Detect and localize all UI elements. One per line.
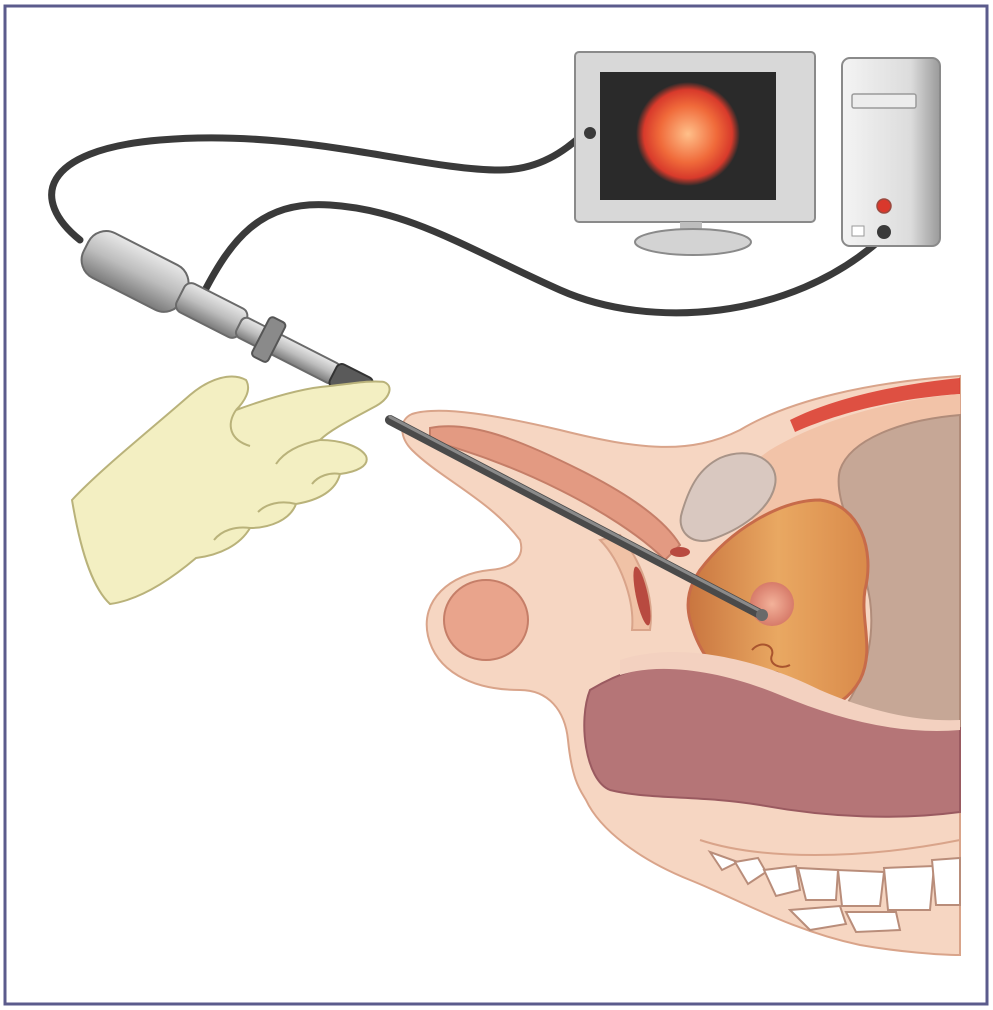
computer-tower-icon <box>842 58 940 246</box>
monitor-stand <box>635 229 751 255</box>
power-led <box>877 199 891 213</box>
nasal-ala <box>444 580 528 660</box>
endoscopic-view-glow <box>636 82 740 186</box>
scope-target-site <box>750 582 794 626</box>
